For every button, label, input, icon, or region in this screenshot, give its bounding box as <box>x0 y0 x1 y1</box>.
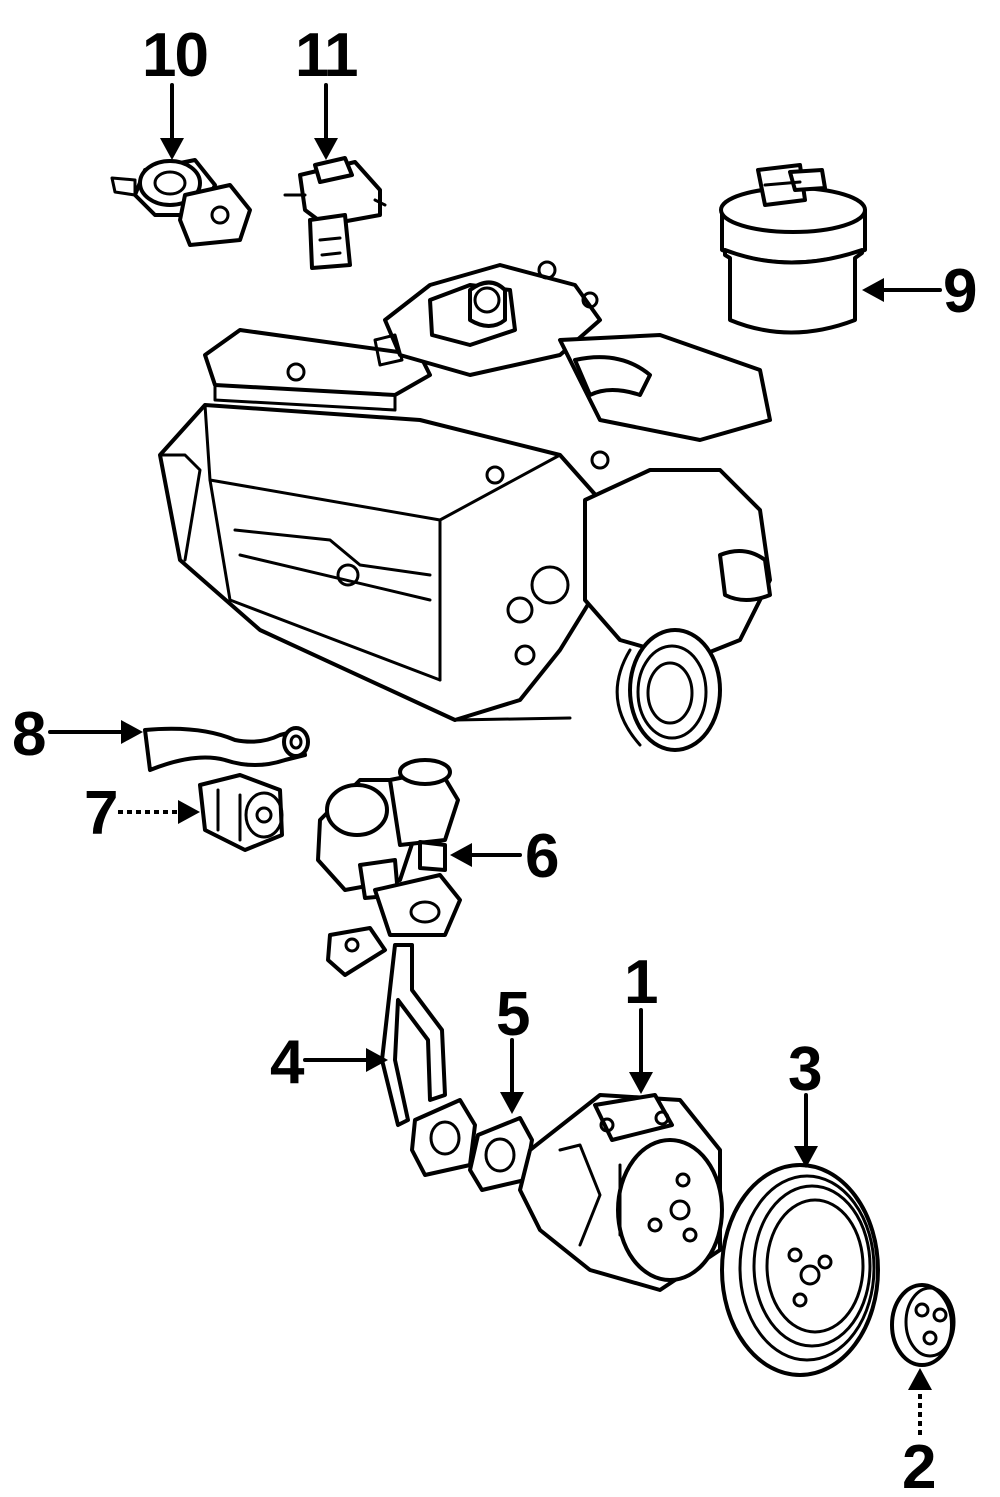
leader-line-5 <box>500 1038 524 1114</box>
part-1-air-pump <box>518 1093 724 1292</box>
part-4-air-pipe <box>380 943 477 1177</box>
part-6-check-valve <box>316 758 462 977</box>
part-2-spacer <box>890 1283 956 1367</box>
leader-line-1 <box>629 1008 653 1094</box>
leader-line-4 <box>303 1048 388 1072</box>
callout-9: 9 <box>943 257 976 326</box>
leader-line-11 <box>314 83 338 160</box>
callout-1: 1 <box>624 948 657 1017</box>
leader-line-3 <box>794 1093 818 1168</box>
part-8-hose <box>143 726 310 772</box>
callout-5: 5 <box>496 980 529 1049</box>
leader-line-10 <box>160 83 184 160</box>
callout-4: 4 <box>270 1028 305 1097</box>
callout-2: 2 <box>902 1433 934 1497</box>
part-11-map-sensor <box>283 156 387 270</box>
leader-line-6 <box>450 843 522 867</box>
leader-line-9 <box>862 278 942 302</box>
callout-8: 8 <box>12 700 45 769</box>
part-7-valve <box>198 773 284 852</box>
callout-3: 3 <box>788 1035 821 1104</box>
callout-10: 10 <box>142 21 207 90</box>
part-3-pulley <box>720 1163 880 1377</box>
leader-line-8 <box>48 720 143 744</box>
callout-11: 11 <box>295 21 357 90</box>
leader-line-2 <box>908 1368 932 1435</box>
leader-line-7 <box>118 800 200 824</box>
callout-6: 6 <box>525 822 558 891</box>
part-9-vapor-canister <box>719 163 867 335</box>
engine-block-illustration <box>158 260 772 752</box>
callout-7: 7 <box>84 779 116 848</box>
part-10-egr-valve <box>110 158 252 247</box>
